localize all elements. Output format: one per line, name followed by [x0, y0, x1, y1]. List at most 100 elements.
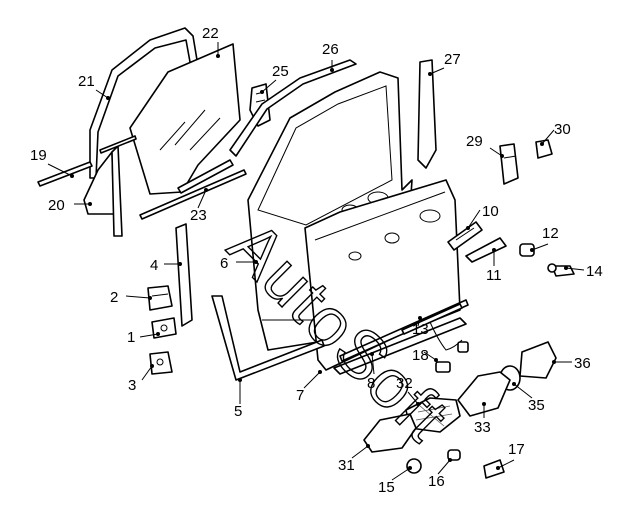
leader-dot	[156, 332, 160, 336]
leader-line	[197, 189, 207, 209]
callout-27: 27	[444, 51, 461, 68]
leader-line	[565, 267, 585, 271]
leader-dot	[238, 378, 242, 382]
leader-line	[467, 209, 481, 229]
callout-26: 26	[322, 41, 339, 58]
callout-1: 1	[127, 329, 135, 346]
leader-line	[423, 351, 437, 361]
callout-30: 30	[554, 121, 571, 138]
callout-31: 31	[338, 457, 355, 474]
part-36-mirror-glass	[519, 341, 557, 379]
leader-dot	[434, 358, 438, 362]
part-3-hinge	[149, 351, 173, 375]
part-29-striker	[499, 143, 519, 185]
part-15-clip	[406, 458, 422, 474]
callout-15: 15	[378, 479, 395, 496]
callout-16: 16	[428, 473, 445, 490]
leader-line	[437, 459, 451, 475]
callout-23: 23	[190, 207, 207, 224]
leader-dot	[428, 72, 432, 76]
leader-dot	[482, 402, 486, 406]
leader-dot	[512, 382, 516, 386]
leader-line	[139, 333, 159, 338]
leader-dot	[540, 142, 544, 146]
leader-dot	[496, 466, 500, 470]
part-2-hinge	[147, 285, 173, 311]
part-17-trim-piece	[483, 459, 505, 479]
part-30-clip	[535, 139, 553, 159]
leader-dot	[366, 444, 370, 448]
part-27-pillar-trim	[417, 59, 437, 169]
leader-dot	[254, 260, 258, 264]
leader-line	[531, 243, 549, 251]
callout-7: 7	[296, 387, 304, 404]
leader-dot	[408, 466, 412, 470]
leader-line	[95, 89, 109, 99]
part-16-clip	[447, 449, 461, 461]
leader-line	[303, 371, 321, 389]
leader-dot	[500, 154, 504, 158]
leader-line	[497, 459, 515, 469]
leader-dot	[552, 360, 556, 364]
part-13-lock-rod	[401, 303, 463, 335]
callout-36: 36	[574, 355, 591, 372]
leader-dot	[70, 174, 74, 178]
callout-11: 11	[486, 267, 502, 284]
leader-dot	[150, 364, 154, 368]
callout-29: 29	[466, 133, 483, 150]
leader-dot	[318, 370, 322, 374]
part-18-actuator	[429, 321, 469, 373]
callout-4: 4	[150, 257, 158, 274]
leader-dot	[148, 296, 152, 300]
leader-line	[125, 295, 151, 299]
leader-dot	[564, 266, 568, 270]
part-5-weatherstrip	[211, 295, 325, 381]
callout-22: 22	[202, 25, 219, 42]
callout-14: 14	[586, 263, 603, 280]
leader-line	[47, 163, 73, 177]
leader-dot	[530, 248, 534, 252]
part-26-frame-seal	[229, 59, 357, 157]
leader-dot	[466, 226, 470, 230]
leader-line	[489, 147, 503, 157]
leader-line	[371, 353, 375, 375]
leader-line	[141, 365, 153, 381]
callout-17: 17	[508, 441, 525, 458]
leader-dot	[178, 262, 182, 266]
callout-20: 20	[48, 197, 65, 214]
leader-dot	[370, 352, 374, 356]
callout-8: 8	[367, 375, 375, 392]
leader-dot	[204, 188, 208, 192]
callout-35: 35	[528, 397, 545, 414]
leader-line	[541, 129, 555, 145]
callout-13: 13	[412, 321, 429, 338]
leader-line	[391, 467, 411, 481]
leader-dot	[330, 68, 334, 72]
leader-dot	[448, 458, 452, 462]
part-4-check-strap	[175, 223, 193, 327]
callout-19: 19	[30, 147, 47, 164]
callout-21: 21	[78, 73, 95, 90]
leader-dot	[492, 248, 496, 252]
leader-line	[429, 67, 445, 75]
leader-dot	[418, 316, 422, 320]
leader-line	[351, 445, 369, 459]
callout-32: 32	[396, 375, 413, 392]
part-19-lower-strip	[37, 135, 137, 187]
part-14-key	[547, 263, 575, 277]
leader-dot	[216, 54, 220, 58]
part-22-door-glass	[129, 43, 241, 195]
part-31-mirror-cover	[363, 413, 417, 453]
callout-33: 33	[474, 419, 491, 436]
leader-line	[513, 383, 533, 399]
callout-12: 12	[542, 225, 559, 242]
callout-10: 10	[482, 203, 499, 220]
part-11-outer-handle	[465, 237, 507, 263]
leader-dot	[416, 402, 420, 406]
callout-6: 6	[220, 255, 228, 272]
callout-25: 25	[272, 63, 289, 80]
part-1-hinge-pin	[151, 317, 177, 339]
callout-5: 5	[234, 403, 242, 420]
callout-2: 2	[110, 289, 118, 306]
